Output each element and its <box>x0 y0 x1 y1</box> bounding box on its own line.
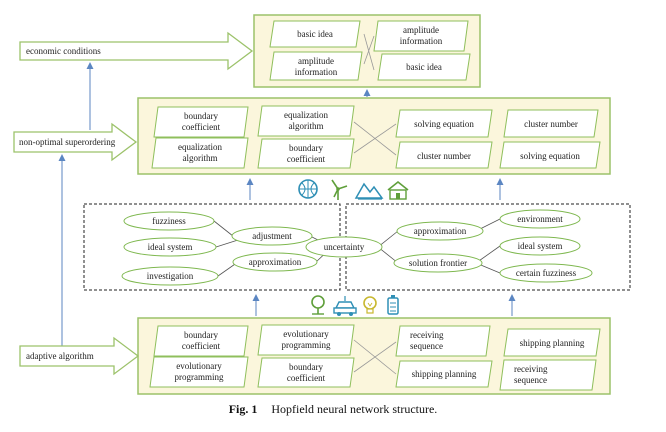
svg-text:investigation: investigation <box>147 271 194 281</box>
mid-box-equalization-algorithm-2: equalization algorithm <box>151 137 249 169</box>
bot-box-receiving-sequence-2: receiving sequence <box>499 359 597 391</box>
oval-solution-frontier: solution frontier <box>393 253 483 273</box>
svg-text:algorithm: algorithm <box>183 153 218 163</box>
svg-text:fuzziness: fuzziness <box>152 216 186 226</box>
svg-text:coefficient: coefficient <box>182 341 221 351</box>
bot-box-receiving-sequence-1: receiving sequence <box>395 325 491 357</box>
bot-box-boundary-coefficient-2: boundary coefficient <box>257 357 355 388</box>
svg-text:approximation: approximation <box>249 257 302 267</box>
top-box-basic-idea-1: basic idea <box>269 20 361 48</box>
mid-box-equalization-algorithm-1: equalization algorithm <box>257 105 355 137</box>
oval-uncertainty: uncertainty <box>305 236 383 258</box>
svg-text:certain fuzziness: certain fuzziness <box>516 268 577 278</box>
svg-text:amplitude: amplitude <box>298 56 334 66</box>
svg-text:cluster number: cluster number <box>524 119 578 129</box>
svg-text:coefficient: coefficient <box>287 154 326 164</box>
bottom-cross-lines <box>353 339 397 375</box>
svg-text:boundary: boundary <box>289 362 323 372</box>
wind-turbine-icon <box>331 179 348 200</box>
svg-text:amplitude: amplitude <box>403 25 439 35</box>
globe-icon <box>298 179 318 199</box>
svg-text:boundary: boundary <box>184 111 218 121</box>
oval-approximation-left: approximation <box>232 252 318 272</box>
mid-box-cluster-number-2: cluster number <box>395 141 493 169</box>
svg-text:programming: programming <box>175 372 224 382</box>
bot-box-shipping-planning-1: shipping planning <box>503 328 601 357</box>
svg-text:equalization: equalization <box>178 142 222 152</box>
svg-text:programming: programming <box>282 340 331 350</box>
bot-box-evolutionary-programming-1: evolutionary programming <box>257 324 355 356</box>
mid-box-solving-equation-2: solving equation <box>499 141 601 169</box>
svg-text:approximation: approximation <box>414 226 467 236</box>
bot-box-boundary-coefficient-1: boundary coefficient <box>153 325 249 357</box>
figure-caption: Fig. 1 Hopfield neural network structure. <box>0 402 666 417</box>
top-box-basic-idea-2: basic idea <box>377 53 471 81</box>
svg-text:shipping planning: shipping planning <box>520 338 585 348</box>
svg-text:shipping planning: shipping planning <box>412 369 477 379</box>
svg-text:receiving: receiving <box>410 330 444 340</box>
svg-text:evolutionary: evolutionary <box>176 361 222 371</box>
oval-certain-fuzziness: certain fuzziness <box>499 263 593 283</box>
economic-conditions-arrow: economic conditions <box>19 31 254 71</box>
svg-text:adjustment: adjustment <box>252 231 292 241</box>
svg-text:non-optimal superordering: non-optimal superordering <box>19 137 116 147</box>
svg-text:solution frontier: solution frontier <box>409 258 467 268</box>
mid-box-boundary-coefficient-2: boundary coefficient <box>257 138 355 169</box>
caption-text: Hopfield neural network structure. <box>271 402 438 416</box>
svg-text:information: information <box>400 36 443 46</box>
mountain-icon <box>354 182 384 200</box>
car-icon <box>333 296 357 316</box>
battery-icon <box>387 295 399 315</box>
oval-fuzziness: fuzziness <box>123 211 215 231</box>
svg-text:ideal system: ideal system <box>518 241 563 251</box>
svg-text:evolutionary: evolutionary <box>283 329 329 339</box>
svg-text:ideal system: ideal system <box>148 242 193 252</box>
oval-approximation-right: approximation <box>396 221 484 241</box>
oval-environment: environment <box>499 209 581 229</box>
svg-text:coefficient: coefficient <box>287 373 326 383</box>
svg-text:basic idea: basic idea <box>406 62 442 72</box>
tree-icon <box>311 295 325 315</box>
oval-investigation: investigation <box>121 266 219 286</box>
mid-box-solving-equation-1: solving equation <box>395 109 493 138</box>
svg-text:boundary: boundary <box>289 143 323 153</box>
svg-text:receiving: receiving <box>514 364 548 374</box>
adaptive-algorithm-arrow: adaptive algorithm <box>19 336 140 376</box>
hopfield-diagram: basic idea amplitude information amplitu… <box>13 14 631 395</box>
bot-box-shipping-planning-2: shipping planning <box>395 360 493 388</box>
svg-text:coefficient: coefficient <box>182 122 221 132</box>
svg-text:cluster number: cluster number <box>417 151 471 161</box>
lightbulb-icon <box>363 296 377 314</box>
top-box-amplitude-information-1: amplitude information <box>373 20 469 52</box>
svg-text:solving equation: solving equation <box>414 119 474 129</box>
non-optimal-superordering-arrow: non-optimal superordering <box>13 122 138 162</box>
svg-text:basic idea: basic idea <box>297 29 333 39</box>
svg-text:solving equation: solving equation <box>520 151 580 161</box>
top-cross-lines <box>363 33 375 71</box>
svg-text:equalization: equalization <box>284 110 328 120</box>
top-box-amplitude-information-2: amplitude information <box>269 51 363 81</box>
svg-text:information: information <box>295 67 338 77</box>
svg-text:sequence: sequence <box>514 375 547 385</box>
svg-text:boundary: boundary <box>184 330 218 340</box>
bot-box-evolutionary-programming-2: evolutionary programming <box>149 356 249 388</box>
oval-ideal-system-right: ideal system <box>499 236 581 256</box>
oval-adjustment: adjustment <box>231 226 313 246</box>
oval-ideal-system-left: ideal system <box>123 237 217 257</box>
svg-text:environment: environment <box>517 214 563 224</box>
left-dashed-box <box>83 203 341 291</box>
caption-label: Fig. 1 <box>228 402 258 416</box>
svg-text:sequence: sequence <box>410 341 443 351</box>
middle-cross-lines <box>353 121 397 156</box>
svg-text:algorithm: algorithm <box>289 121 324 131</box>
svg-text:adaptive algorithm: adaptive algorithm <box>26 351 94 361</box>
svg-text:economic conditions: economic conditions <box>26 46 101 56</box>
mid-box-boundary-coefficient-1: boundary coefficient <box>153 106 249 138</box>
mid-box-cluster-number-1: cluster number <box>503 109 599 138</box>
svg-text:uncertainty: uncertainty <box>324 242 365 252</box>
house-icon <box>387 180 409 200</box>
